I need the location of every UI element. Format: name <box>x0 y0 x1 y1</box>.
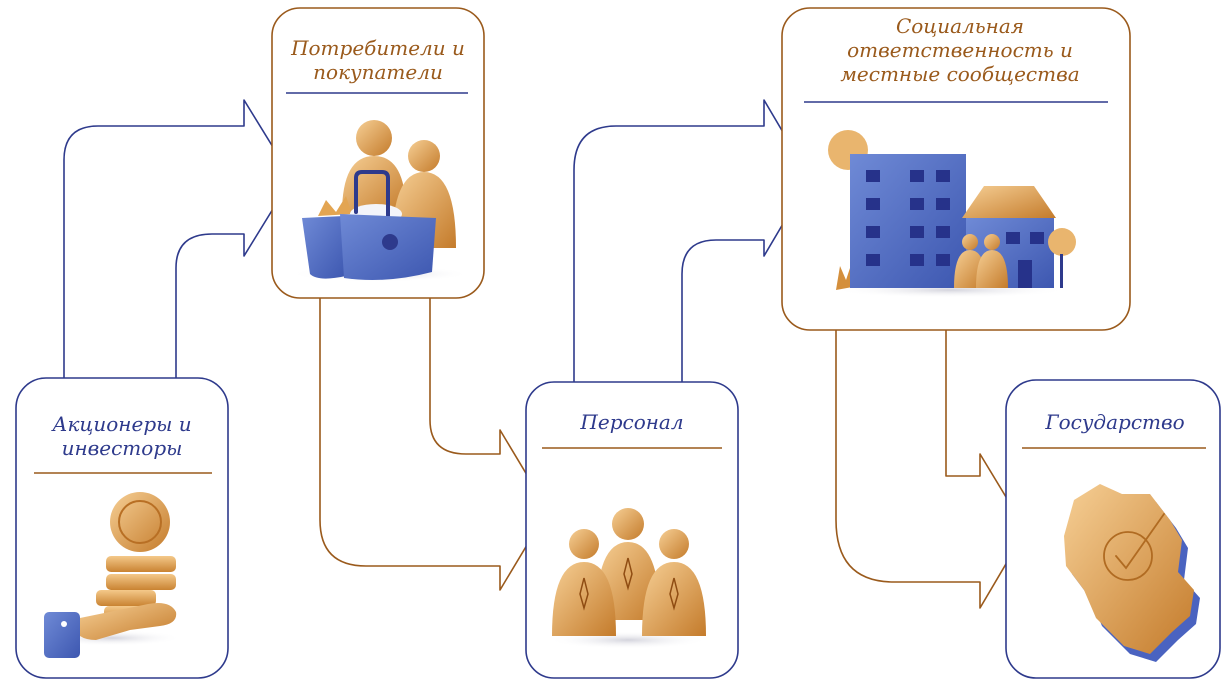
country-map-check-icon <box>1064 484 1200 662</box>
coins-hand-icon <box>42 492 182 658</box>
node-title-state: Государство <box>1045 410 1185 434</box>
node-title-personnel: Персонал <box>580 410 684 434</box>
city-buildings-icon <box>828 130 1076 298</box>
node-title-shareholders: Акционеры и инвесторы <box>52 412 192 460</box>
staff-group-icon <box>548 508 708 649</box>
flow-arrow-personnel-social <box>573 99 811 384</box>
shopping-basket-people-icon <box>290 120 470 282</box>
flow-arrow-social-state <box>835 330 1027 609</box>
node-title-consumers: Потребители и покупатели <box>291 36 465 84</box>
node-title-social: Социальная ответственность и местные соо… <box>840 14 1080 86</box>
flow-arrow-shareholders-consumers <box>63 99 293 380</box>
flow-arrow-consumers-personnel <box>319 296 549 591</box>
